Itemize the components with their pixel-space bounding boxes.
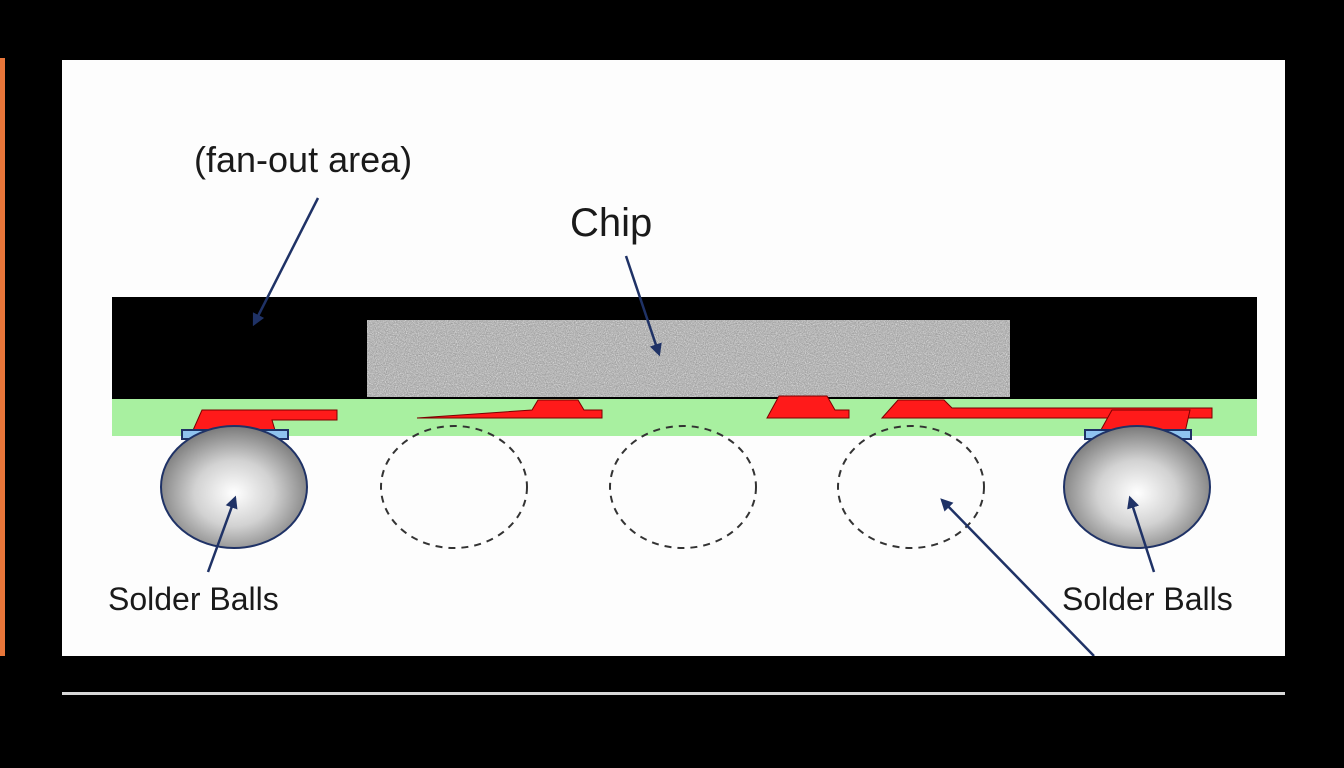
- solder-balls-right-label: Solder Balls: [1062, 581, 1233, 617]
- chip-label: Chip: [570, 201, 652, 245]
- solder-ball-right: [1063, 425, 1211, 549]
- absent-ball: [380, 425, 528, 549]
- solder-right-arrow-icon: [1127, 495, 1156, 573]
- fanout-arrow-icon: [252, 197, 320, 327]
- fanout-package-diagram: (fan-out area) Chip Solder Balls Solder …: [108, 139, 1257, 656]
- accent-bar: [0, 58, 5, 656]
- solder-left-arrow-icon: [206, 495, 238, 573]
- solder-ball-left: [160, 425, 308, 549]
- absent-ball-arrow-icon: [940, 498, 1095, 656]
- solder-balls-left-label: Solder Balls: [108, 581, 279, 617]
- fanout-area-label: (fan-out area): [194, 139, 412, 180]
- divider-line: [62, 692, 1285, 695]
- chip-arrow-icon: [624, 255, 662, 357]
- chip: [367, 320, 1010, 397]
- absent-ball: [609, 425, 757, 549]
- diagram-panel: (fan-out area) Chip Solder Balls Solder …: [62, 60, 1285, 656]
- absent-ball: [837, 425, 985, 549]
